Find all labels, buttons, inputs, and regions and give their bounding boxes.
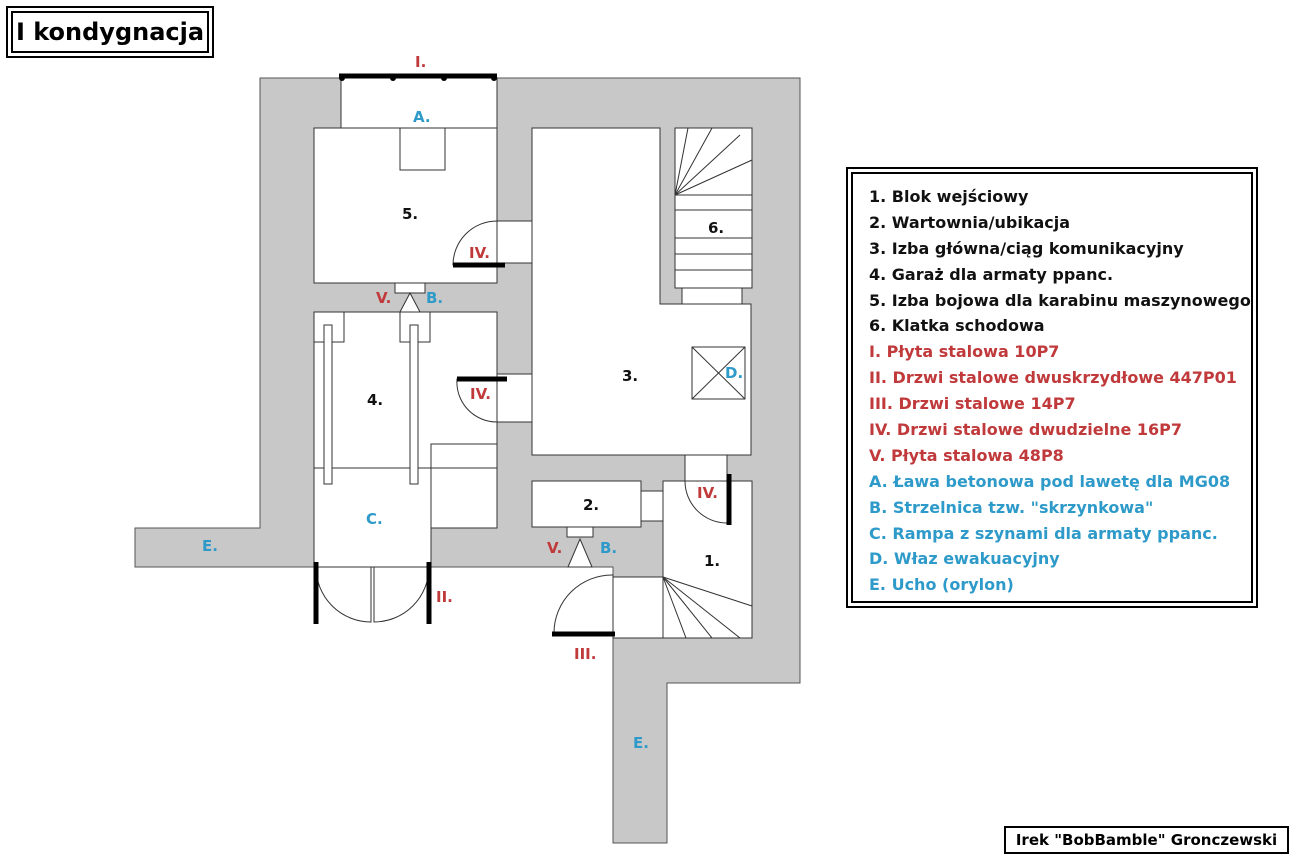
legend-item: E. Ucho (orylon) [869,575,1014,595]
legend-item: 2. Wartownia/ubikacja [869,212,1071,232]
legend-item: 1. Blok wejściowy [869,187,1029,206]
legend-item: 5. Izba bojowa dla karabinu maszynowego [869,290,1251,310]
label-marker-iv-a: IV. [469,244,490,262]
legend-item: II. Drzwi stalowe dwuskrzydłowe 447P01 [869,368,1237,388]
legend: 1. Blok wejściowy 2. Wartownia/ubikacja 3.… [846,167,1258,608]
room-2 [531,480,642,528]
label-marker-b-a: B. [426,289,443,307]
passage-2-1 [640,490,664,522]
label-room-6: 6. [708,219,724,237]
room-6 [674,127,753,305]
author-credit: Irek "BobBamble" Gronczewski [1015,831,1278,849]
label-marker-a: A. [413,108,431,126]
legend-item: 3. Izba główna/ciąg komunikacyjny [869,238,1184,258]
label-room-5: 5. [402,205,418,223]
legend-item: 6. Klatka schodowa [869,316,1045,336]
label-marker-iv-c: IV. [697,484,718,502]
legend-item: 4. Garaż dla armaty ppanc. [869,264,1114,284]
legend-item: I. Płyta stalowa 10P7 [869,342,1060,362]
legend-item: III. Drzwi stalowe 14P7 [869,394,1076,414]
label-marker-iv-b: IV. [470,385,491,403]
door-swings [315,220,728,634]
label-room-4: 4. [367,391,383,409]
label-marker-ii: II. [436,588,453,606]
label-marker-c: C. [366,510,383,528]
embrasure-b-bottom [566,526,594,568]
title-frame: I kondygnacja [11,11,209,53]
legend-item: D. Właz ewakuacyjny [869,549,1060,569]
legend-item: IV. Drzwi stalowe dwudzielne 16P7 [869,420,1183,440]
label-marker-e-a: E. [202,537,218,555]
label-room-2: 2. [583,496,599,514]
legend-item: B. Strzelnica tzw. "skrzynkowa" [869,497,1154,517]
door-passage-mid [496,373,533,423]
embrasure-b-top [394,282,426,313]
label-marker-v-b: V. [547,539,562,557]
steel-elements [313,73,732,637]
door-passage-top [496,220,533,264]
label-marker-d: D. [725,364,743,382]
credit-box: Irek "BobBamble" Gronczewski [1004,826,1289,854]
legend-item: V. Płyta stalowa 48P8 [869,445,1064,465]
label-marker-e-b: E. [633,734,649,752]
rails [313,311,431,485]
label-marker-v-a: V. [376,289,391,307]
legend-frame: 1. Blok wejściowy 2. Wartownia/ubikacja 3.… [851,172,1253,603]
stair-lines-1 [662,576,753,639]
stair-lines-6 [674,127,753,271]
legend-item: C. Rampa z szynami dla armaty ppanc. [869,523,1218,543]
hatch-d [691,346,746,400]
plate-studs [339,75,497,81]
legend-item: A. Ława betonowa pod lawetę dla MG08 [869,471,1231,491]
title-box: I kondygnacja [6,6,214,58]
page-title: I kondygnacja [15,18,205,46]
label-room-1: 1. [704,552,720,570]
label-marker-b-b: B. [600,539,617,557]
label-marker-iii: III. [574,645,596,663]
label-marker-i: I. [415,53,426,71]
label-room-3: 3. [622,367,638,385]
